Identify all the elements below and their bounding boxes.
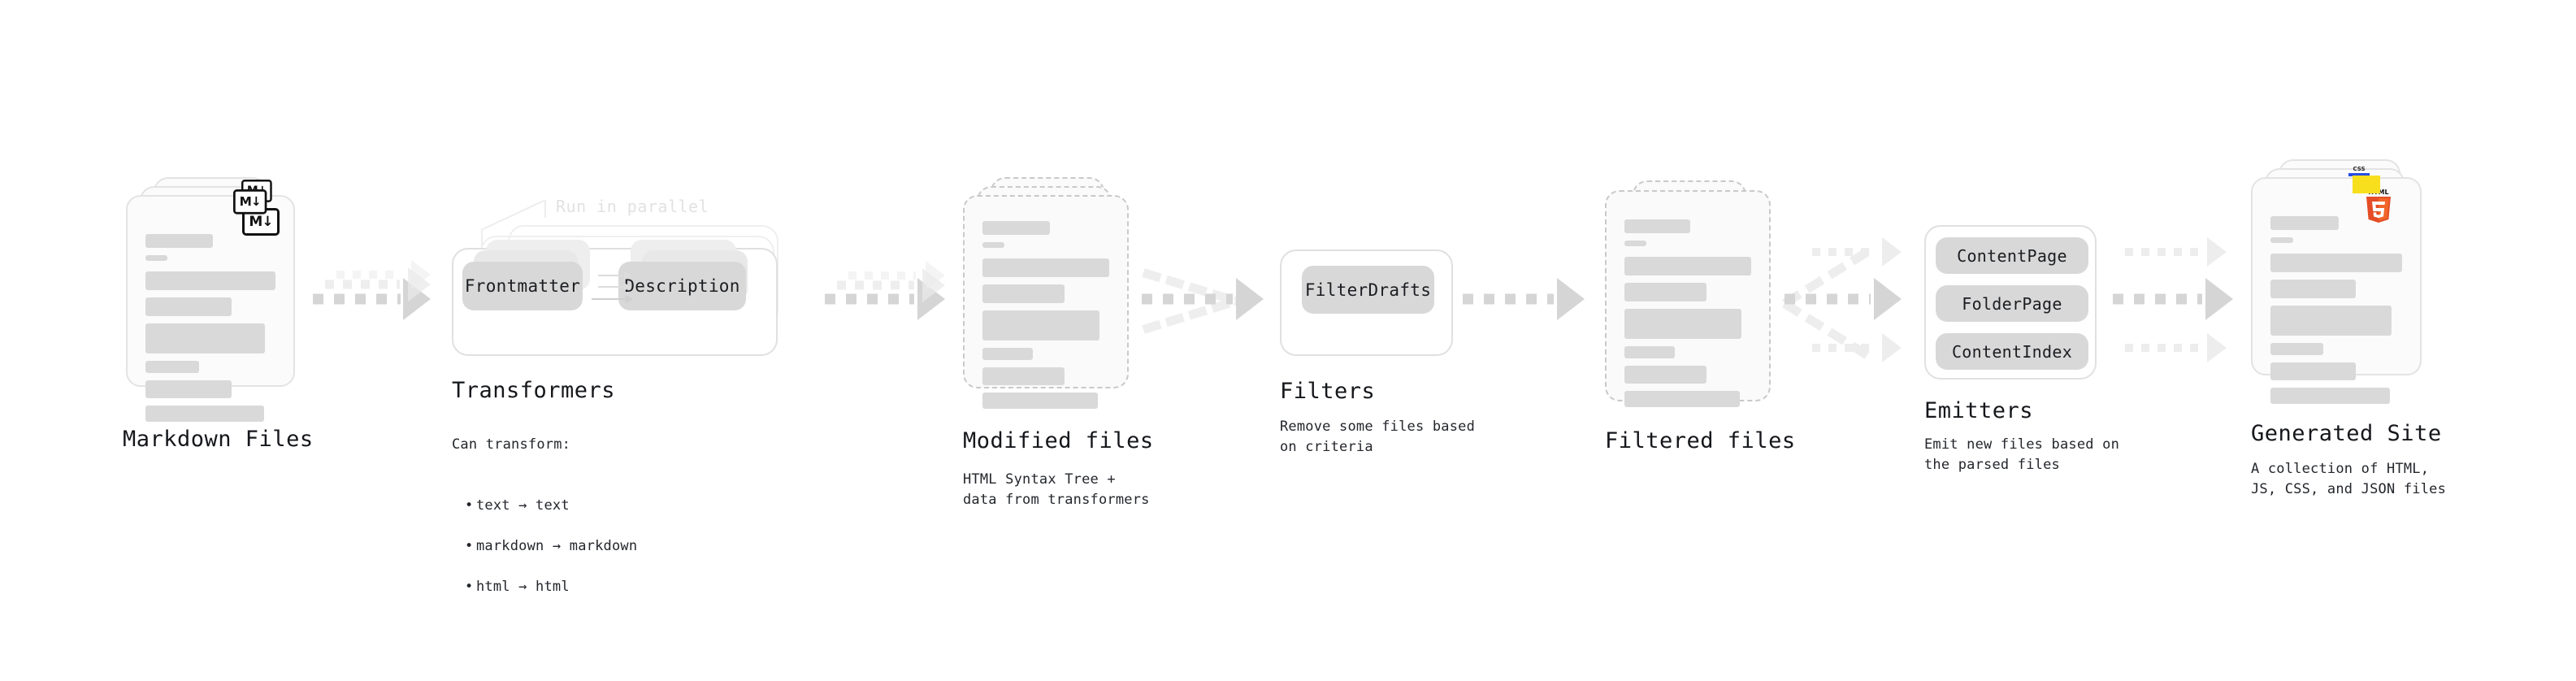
modified-files-description: HTML Syntax Tree + data from transformer… (963, 471, 1150, 508)
file-sheet-front (1605, 190, 1771, 407)
stage-title-generated-site: Generated Site (2251, 421, 2442, 446)
placeholder-content (145, 234, 275, 429)
stage-generated-site: CSS HTML (2251, 0, 2462, 681)
stage-markdown-files: M↓ M↓ M↓ Markdown Files (123, 0, 314, 681)
emitter-chip-contentpage[interactable]: ContentPage (1936, 237, 2088, 274)
placeholder-bar (145, 297, 232, 316)
flow-arrow-filtered-to-emitter-3 (1812, 332, 1902, 364)
stage-title-emitters: Emitters (1924, 398, 2034, 423)
transformer-chip-frontmatter[interactable]: Frontmatter (462, 262, 583, 310)
flow-arrow-filters-to-filtered (1463, 276, 1585, 322)
flow-arrow-ghost (848, 259, 945, 292)
emitter-chip-contentindex[interactable]: ContentIndex (1936, 333, 2088, 370)
flow-arrow-modified-to-filters (1142, 276, 1264, 322)
placeholder-bar (1624, 219, 1691, 233)
stage-emitters: ContentPage FolderPage ContentIndex Emit… (1924, 0, 2136, 681)
emitter-chip-folderpage[interactable]: FolderPage (1936, 285, 2088, 322)
placeholder-bar (982, 393, 1098, 409)
emitters-card: ContentPage FolderPage ContentIndex (1924, 225, 2097, 380)
stage-title-modified-files: Modified files (963, 428, 1154, 453)
stage-filters: FilterDrafts Filters Remove some files b… (1280, 0, 1475, 681)
transformers-bullet-list: text → text markdown → markdown html → h… (452, 475, 637, 618)
placeholder-content (1624, 219, 1751, 414)
stage-title-markdown-files: Markdown Files (123, 427, 314, 452)
file-sheet-front: M↓ (126, 195, 295, 422)
placeholder-bar (145, 234, 214, 248)
placeholder-bar (1624, 309, 1741, 339)
inner-arrow (598, 271, 631, 280)
transformers-bullet: html → html (465, 577, 637, 597)
inner-arrow (598, 283, 631, 291)
placeholder-bar (145, 406, 264, 422)
filters-description: Remove some files based on criteria (1280, 419, 1476, 455)
placeholder-bar (2270, 343, 2323, 355)
flow-arrow-emitter-to-site-1 (2125, 236, 2227, 268)
transformer-chip-description[interactable]: Description (618, 262, 746, 310)
run-in-parallel-label: Run in parallel (556, 197, 709, 216)
modified-file-stack (963, 177, 1132, 409)
placeholder-bar (1624, 366, 1707, 384)
placeholder-bar (2270, 254, 2402, 272)
stage-title-transformers: Transformers (452, 378, 616, 403)
placeholder-bar (982, 348, 1034, 360)
placeholder-bar (1624, 241, 1646, 246)
filters-card: FilterDrafts (1280, 249, 1453, 356)
placeholder-bar (2270, 280, 2357, 298)
generated-site-description: A collection of HTML, JS, CSS, and JSON … (2251, 461, 2447, 497)
placeholder-bar (1624, 283, 1707, 301)
filter-chip-filterdrafts[interactable]: FilterDrafts (1302, 266, 1434, 314)
transformers-sub-lead: Can transform: (452, 436, 571, 453)
flow-arrow-filtered-to-emitter-1 (1812, 236, 1902, 268)
file-sheet-front: HTML (2251, 177, 2422, 404)
stage-modified-files: Modified files HTML Syntax Tree + data f… (963, 0, 1153, 681)
placeholder-bar (2270, 237, 2293, 243)
placeholder-bar (982, 284, 1065, 303)
filtered-file-stack (1605, 180, 1774, 407)
javascript-icon (2353, 176, 2380, 193)
transformers-card: Frontmatter Description (452, 240, 778, 356)
stage-filtered-files: Filtered files (1605, 0, 1795, 681)
placeholder-content (982, 221, 1109, 416)
placeholder-bar (982, 258, 1109, 277)
transformers-description: Can transform: text → text markdown → ma… (452, 414, 637, 638)
emitters-description: Emit new files based on the parsed files (1924, 436, 2120, 473)
stage-title-filtered-files: Filtered files (1605, 428, 1796, 453)
css-icon: CSS (2348, 163, 2370, 176)
flow-arrow-emitter-to-site-3 (2125, 332, 2227, 364)
placeholder-bar (982, 221, 1050, 235)
placeholder-bar (145, 361, 199, 373)
run-in-parallel-bracket (480, 199, 549, 255)
placeholder-bar (145, 271, 275, 290)
transformers-bullet: text → text (465, 496, 637, 516)
placeholder-bar (1624, 257, 1751, 275)
flow-arrow-emitter-to-site-2 (2113, 276, 2233, 322)
stage-transformers: Run in parallel Frontmatter Description … (452, 0, 834, 681)
flow-arrow-ghost (336, 258, 431, 291)
placeholder-bar (982, 367, 1065, 385)
placeholder-bar (2270, 362, 2357, 380)
inner-arrow (592, 295, 633, 303)
file-sheet-front (963, 195, 1129, 409)
css-icon-label: CSS (2353, 166, 2366, 172)
placeholder-bar (145, 323, 266, 354)
markdown-icon: M↓ (233, 189, 267, 215)
placeholder-bar (2270, 306, 2392, 336)
placeholder-bar (145, 255, 168, 261)
generated-file-stack: CSS HTML (2251, 159, 2422, 404)
placeholder-bar (2270, 216, 2340, 230)
stage-title-filters: Filters (1280, 379, 1376, 404)
placeholder-content (2270, 216, 2402, 411)
placeholder-bar (982, 310, 1099, 340)
flow-arrow-filtered-to-emitter-2 (1785, 276, 1902, 322)
placeholder-bar (1624, 346, 1676, 358)
placeholder-bar (982, 242, 1004, 248)
placeholder-bar (1624, 391, 1740, 407)
placeholder-bar (2270, 388, 2391, 404)
placeholder-bar (145, 380, 232, 398)
transformers-bullet: markdown → markdown (465, 536, 637, 557)
markdown-file-stack: M↓ M↓ M↓ (126, 177, 295, 422)
